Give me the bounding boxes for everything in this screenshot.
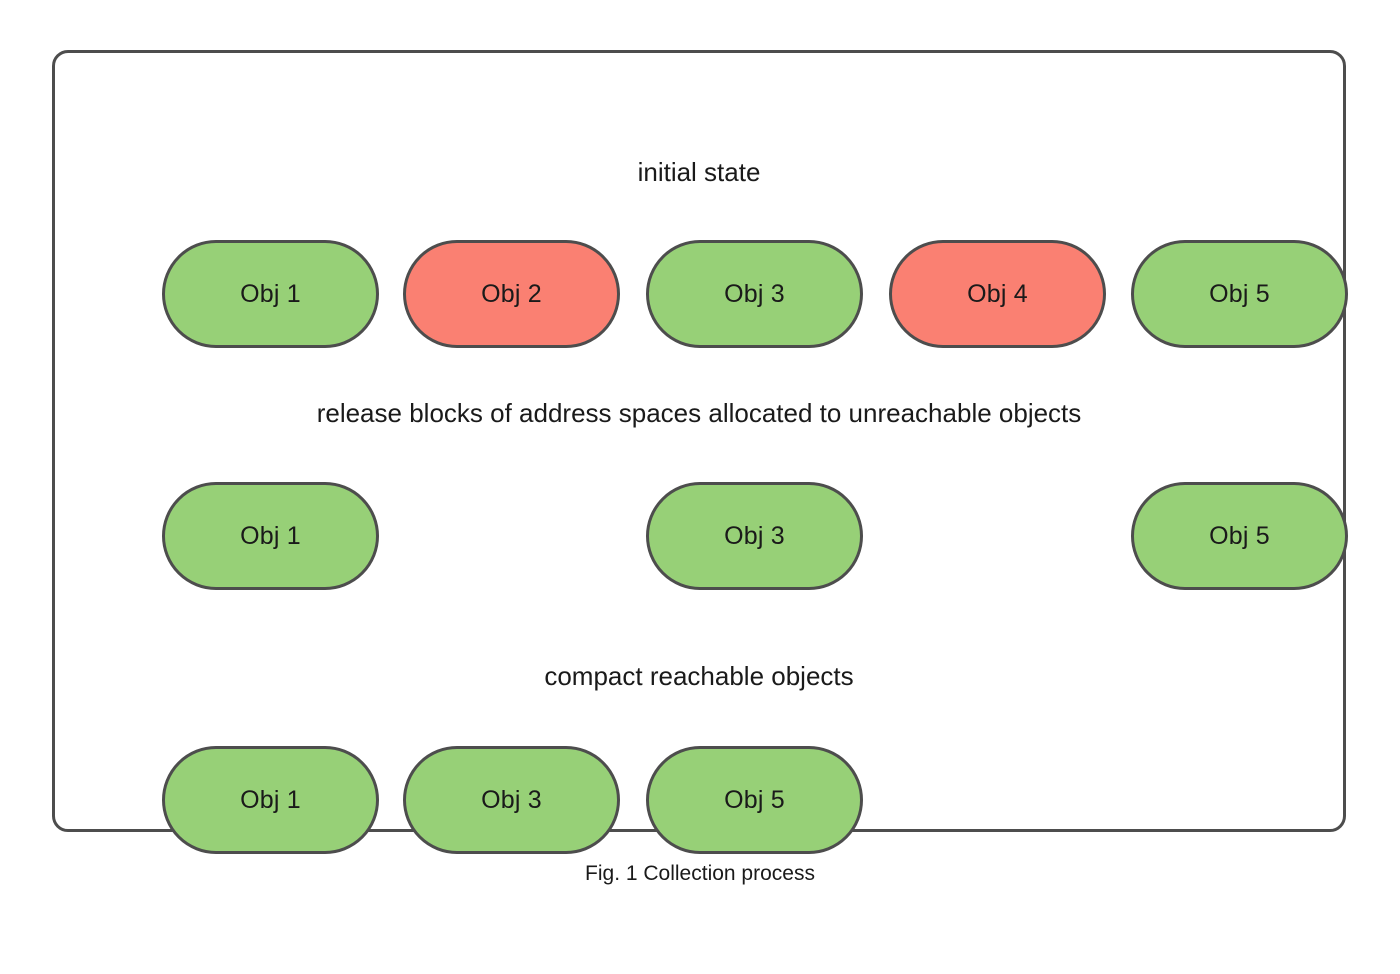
object-slot-1: Obj 1 [162, 482, 379, 590]
object-node-label: Obj 3 [481, 785, 542, 814]
object-slot-3: Obj 5 [646, 746, 863, 854]
stage-label-compact-objects: compact reachable objects [544, 661, 854, 691]
object-slot-3: Obj 3 [646, 482, 863, 590]
object-row-after-release: Obj 1 Obj 3 Obj 5 [55, 482, 1348, 590]
object-slot-5: Obj 5 [1131, 482, 1348, 590]
object-node-obj-1[interactable]: Obj 1 [162, 240, 379, 348]
object-slot-3: Obj 3 [646, 240, 863, 348]
object-node-obj-5[interactable]: Obj 5 [1131, 240, 1348, 348]
figure-caption: Fig. 1 Collection process [585, 862, 815, 885]
object-node-label: Obj 3 [724, 279, 785, 308]
object-slot-1: Obj 1 [162, 746, 379, 854]
object-node-label: Obj 3 [724, 521, 785, 550]
object-row-after-compaction: Obj 1 Obj 3 Obj 5 [55, 746, 1343, 854]
stage-label-release-blocks: release blocks of address spaces allocat… [316, 398, 1082, 428]
object-slot-4-empty [889, 746, 1106, 854]
object-node-obj-2[interactable]: Obj 2 [403, 240, 620, 348]
object-slot-1: Obj 1 [162, 240, 379, 348]
stage-label-initial-state: initial state [637, 157, 761, 187]
object-row-initial-state: Obj 1 Obj 2 Obj 3 Obj 4 Obj 5 [55, 240, 1348, 348]
diagram-panel: initial state Obj 1 Obj 2 Obj 3 Obj 4 [52, 50, 1348, 854]
object-node-label: Obj 5 [1209, 279, 1270, 308]
object-node-obj-5[interactable]: Obj 5 [1131, 482, 1348, 590]
object-node-obj-5[interactable]: Obj 5 [646, 746, 863, 854]
object-slot-5-empty [1131, 746, 1348, 854]
object-node-label: Obj 2 [481, 279, 542, 308]
object-slot-2: Obj 3 [403, 746, 620, 854]
object-node-label: Obj 5 [724, 785, 785, 814]
object-node-label: Obj 4 [967, 279, 1028, 308]
object-node-obj-3[interactable]: Obj 3 [403, 746, 620, 854]
object-slot-5: Obj 5 [1131, 240, 1348, 348]
object-node-obj-4[interactable]: Obj 4 [889, 240, 1106, 348]
object-node-label: Obj 1 [240, 521, 301, 550]
object-node-label: Obj 1 [240, 785, 301, 814]
object-node-label: Obj 5 [1209, 521, 1270, 550]
object-node-obj-3[interactable]: Obj 3 [646, 240, 863, 348]
object-slot-4: Obj 4 [889, 240, 1106, 348]
object-node-obj-3[interactable]: Obj 3 [646, 482, 863, 590]
object-slot-2: Obj 2 [403, 240, 620, 348]
object-slot-2-empty [403, 482, 620, 590]
object-node-label: Obj 1 [240, 279, 301, 308]
object-slot-4-empty [889, 482, 1106, 590]
object-node-obj-1[interactable]: Obj 1 [162, 482, 379, 590]
object-node-obj-1[interactable]: Obj 1 [162, 746, 379, 854]
